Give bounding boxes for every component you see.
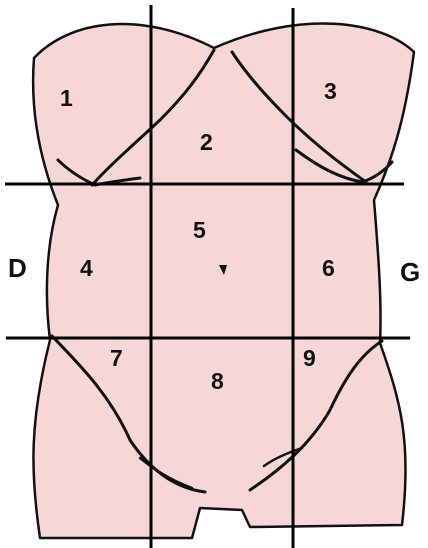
side-label-left: D — [8, 253, 27, 283]
region-label-6: 6 — [322, 255, 335, 281]
region-label-2: 2 — [200, 129, 213, 155]
side-label-right: G — [400, 257, 420, 287]
region-label-1: 1 — [60, 85, 73, 111]
region-label-4: 4 — [80, 255, 93, 281]
region-label-7: 7 — [110, 345, 123, 371]
region-label-9: 9 — [303, 345, 316, 371]
region-label-8: 8 — [211, 368, 224, 394]
region-label-3: 3 — [324, 78, 337, 104]
region-label-5: 5 — [193, 217, 206, 243]
